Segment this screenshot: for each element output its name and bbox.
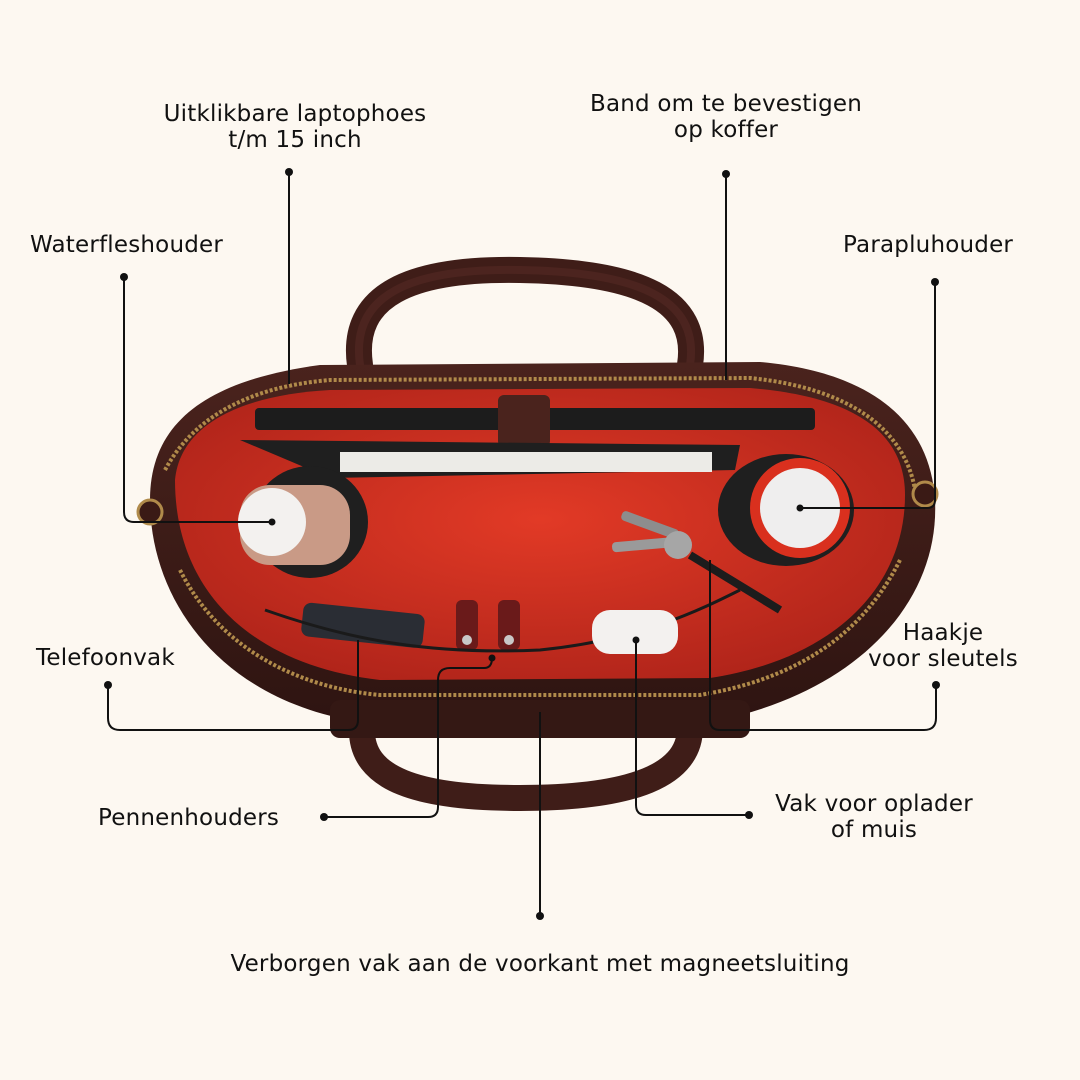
zipper <box>163 375 917 491</box>
leader-pen-holders <box>324 657 493 818</box>
callout-bottle-holder-line1: Waterfleshouder <box>30 232 224 258</box>
callout-phone-pocket: Telefoonvak <box>36 645 175 671</box>
leader-suitcase-strap-dot <box>722 170 730 178</box>
callout-laptop-sleeve-line2: t/m 15 inch <box>228 127 362 153</box>
front-handle <box>349 715 703 812</box>
callout-umbrella-holder: Parapluhouder <box>843 232 1013 258</box>
callout-laptop-sleeve: Uitklikbare laptophoes t/m 15 inch <box>140 101 450 153</box>
leader-phone-pocket-dot <box>104 681 112 689</box>
callout-suitcase-strap: Band om te bevestigen op koffer <box>570 91 882 143</box>
phone <box>301 602 425 648</box>
leader-umbrella-holder-dot <box>931 278 939 286</box>
callout-umbrella-holder-line1: Parapluhouder <box>843 232 1014 258</box>
leader-bottle-holder <box>123 277 272 523</box>
document <box>340 452 712 472</box>
leader-charger-pocket <box>635 640 749 816</box>
water-bottle <box>238 466 368 578</box>
callout-suitcase-strap-line2: op koffer <box>673 117 779 143</box>
leader-umbrella-holder <box>800 282 936 509</box>
leader-hidden-pocket-dot <box>536 912 544 920</box>
callout-suitcase-strap-line1: Band om te bevestigen <box>589 91 863 117</box>
keys <box>612 511 783 614</box>
leader-pen-holders-dot <box>320 813 328 821</box>
leader-bottle-holder-dot <box>120 273 128 281</box>
callout-bottle-holder: Waterfleshouder <box>30 232 223 258</box>
leader-key-hook-dot <box>932 681 940 689</box>
callout-charger-pocket: Vak voor oplader of muis <box>760 791 988 843</box>
charger <box>592 610 678 654</box>
callout-laptop-sleeve-line1: Uitklikbare laptophoes <box>163 101 427 127</box>
pens <box>456 600 520 650</box>
callout-key-hook: Haakje voor sleutels <box>858 620 1028 672</box>
callout-pen-holders: Pennenhouders <box>98 805 279 831</box>
callout-hidden-pocket: Verborgen vak aan de voorkant met magnee… <box>140 951 940 977</box>
callout-pen-holders-line1: Pennenhouders <box>98 805 280 831</box>
leader-umbrella-holder-dot <box>796 504 804 512</box>
callout-hidden-pocket-line1: Verborgen vak aan de voorkant met magnee… <box>230 951 850 977</box>
callout-key-hook-line2: voor sleutels <box>868 646 1018 672</box>
callout-key-hook-line1: Haakje <box>902 620 984 646</box>
leader-phone-pocket <box>107 640 359 731</box>
umbrella <box>718 454 854 566</box>
callout-phone-pocket-line1: Telefoonvak <box>36 645 175 671</box>
leader-key-hook <box>709 560 937 731</box>
leader-charger-pocket-dot <box>632 636 640 644</box>
leader-laptop-sleeve-dot <box>285 168 293 176</box>
leader-bottle-holder-dot <box>268 518 276 526</box>
callout-charger-pocket-line1: Vak voor oplader <box>775 791 973 817</box>
callout-charger-pocket-line2: of muis <box>830 817 918 843</box>
laptop-strap <box>498 395 550 447</box>
leader-charger-pocket-dot <box>745 811 753 819</box>
leader-pen-holders-dot <box>488 654 496 662</box>
